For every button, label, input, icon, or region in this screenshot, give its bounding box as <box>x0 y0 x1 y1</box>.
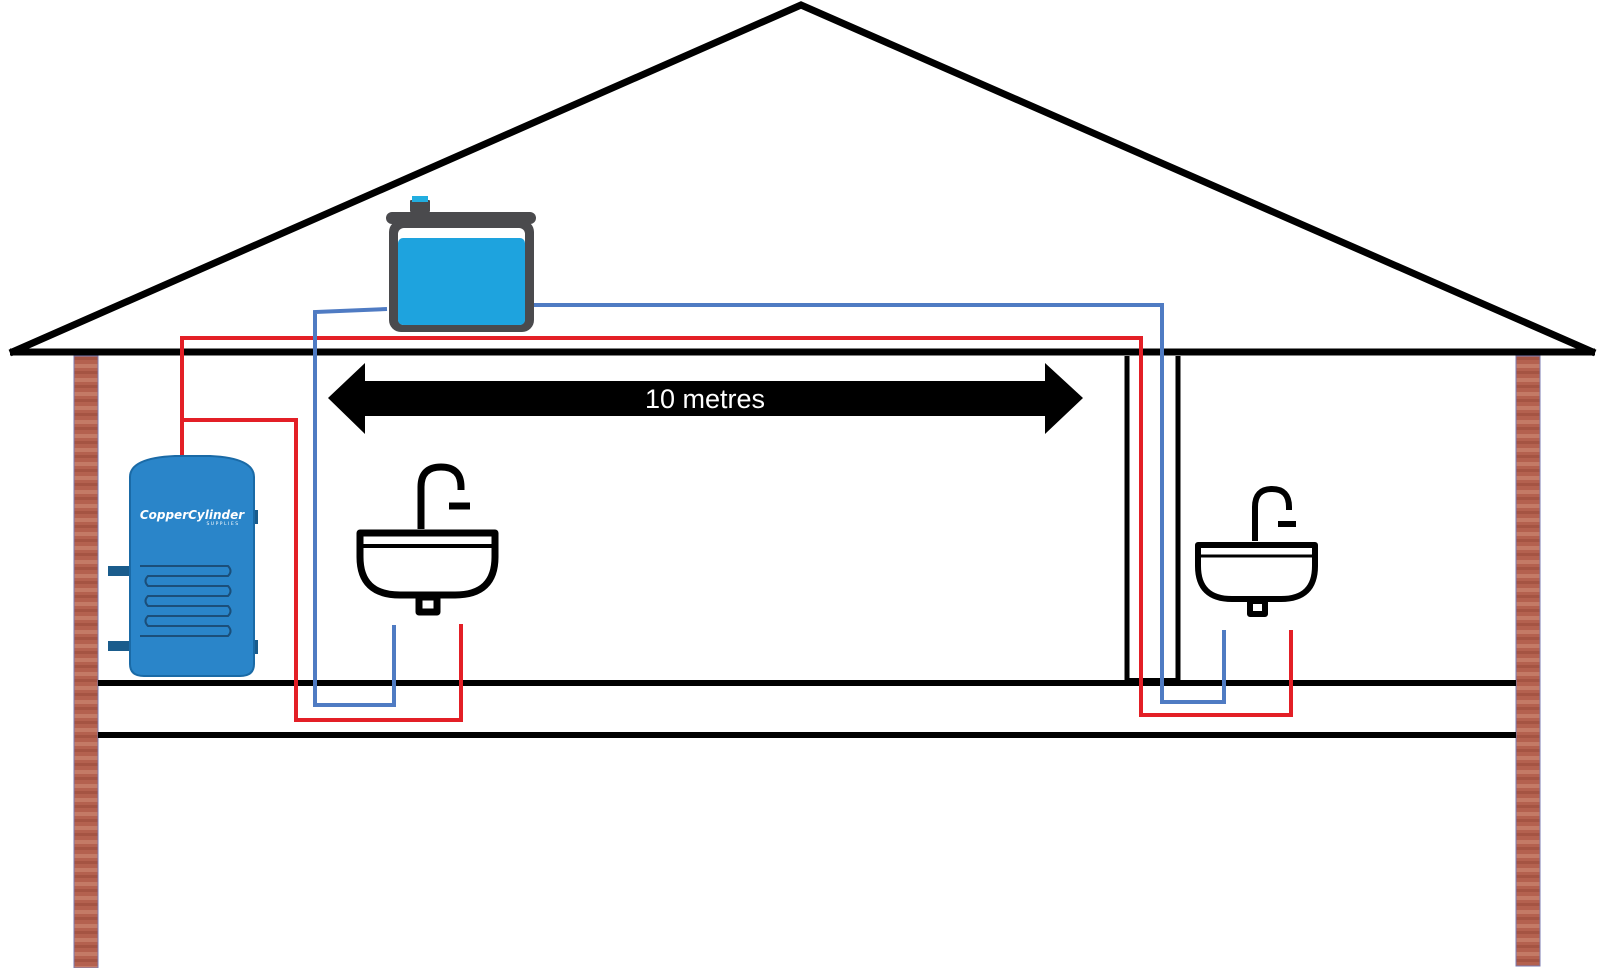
cylinder-brand-sub: SUPPLIES <box>206 521 239 527</box>
hot-water-cylinder-icon: CopperCylinder SUPPLIES <box>108 455 258 677</box>
hot-pipe-first-sink <box>182 418 463 722</box>
sink-icon <box>356 463 499 616</box>
distance-label: 10 metres <box>645 384 765 414</box>
cylinder-brand: CopperCylinder <box>140 508 245 522</box>
left-brick-column <box>73 355 99 968</box>
cold-water-tank-icon <box>386 196 536 332</box>
roof-outline <box>8 1 1597 357</box>
cold-pipe-main <box>533 303 1226 704</box>
hot-pipe-main <box>180 336 1293 717</box>
sink-icon <box>1195 486 1318 617</box>
double-headed-arrow-icon <box>328 363 1083 434</box>
cold-pipe-first-sink <box>313 307 396 707</box>
right-brick-column <box>1515 355 1541 967</box>
